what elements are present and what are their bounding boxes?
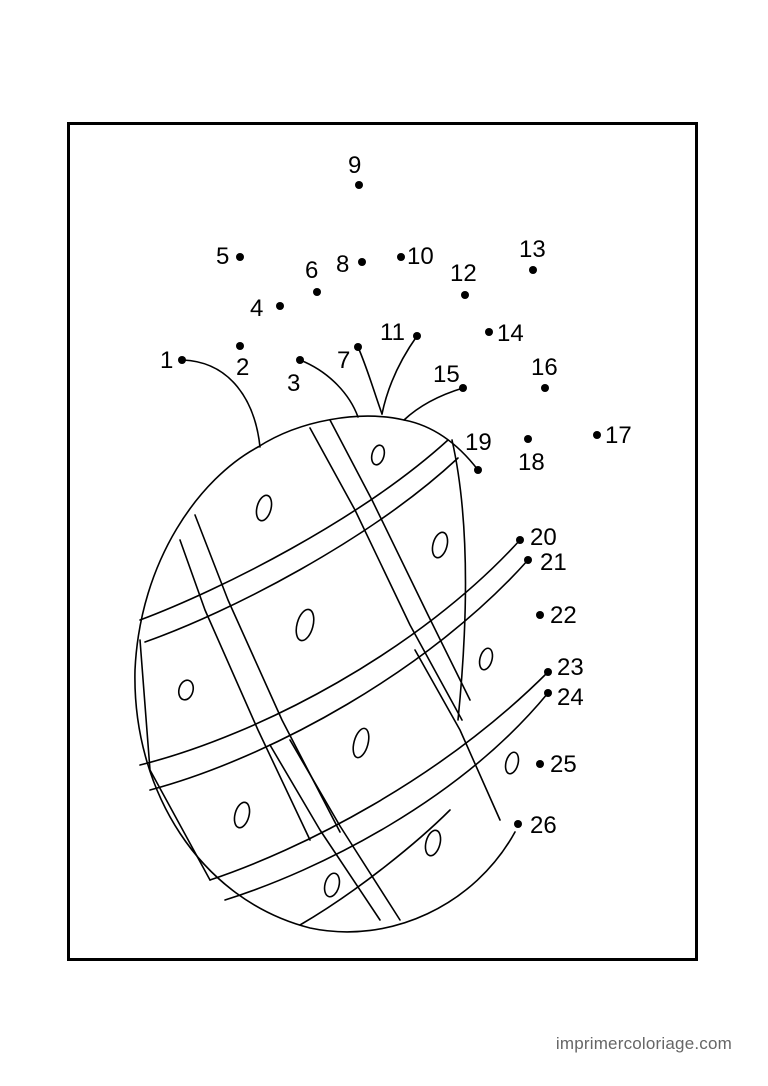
band-a1 xyxy=(309,427,463,721)
dot-17 xyxy=(593,431,601,439)
dot-label-21: 21 xyxy=(540,549,567,576)
seed xyxy=(255,494,273,522)
dot-label-6: 6 xyxy=(305,257,318,284)
dot-label-4: 4 xyxy=(250,295,263,322)
seed xyxy=(177,679,195,701)
dot-points xyxy=(178,181,601,828)
top-edge xyxy=(257,415,479,471)
dot-label-1: 1 xyxy=(160,347,173,374)
pineapple-body-outline xyxy=(134,446,516,933)
dot-23 xyxy=(544,668,552,676)
dot-18 xyxy=(524,435,532,443)
dot-label-23: 23 xyxy=(557,654,584,681)
dot-11 xyxy=(413,332,421,340)
crown-arc-3 xyxy=(357,346,383,415)
dot-label-15: 15 xyxy=(433,361,460,388)
dot-6 xyxy=(313,288,321,296)
band-c3 xyxy=(289,739,401,921)
band-g1 xyxy=(209,671,549,881)
dot-label-9: 9 xyxy=(348,152,361,179)
band-h1 xyxy=(299,809,451,926)
page-frame xyxy=(67,122,698,961)
dot-label-13: 13 xyxy=(519,236,546,263)
dot-14 xyxy=(485,328,493,336)
band-b2 xyxy=(194,514,341,833)
dot-26 xyxy=(514,820,522,828)
crown-arc-5 xyxy=(403,387,464,421)
dot-5 xyxy=(236,253,244,261)
dot-label-11: 11 xyxy=(380,319,405,346)
seed xyxy=(504,751,520,775)
dot-1 xyxy=(178,356,186,364)
band-e2 xyxy=(144,457,459,643)
dot-label-25: 25 xyxy=(550,751,577,778)
dot-labels: 1 2 3 4 5 6 7 8 9 10 11 12 13 14 15 16 1… xyxy=(160,152,632,839)
seed xyxy=(352,727,370,759)
dot-label-7: 7 xyxy=(337,347,350,374)
dot-label-2: 2 xyxy=(236,354,249,381)
seed xyxy=(478,647,494,671)
dot-label-12: 12 xyxy=(450,260,477,287)
dot-13 xyxy=(529,266,537,274)
dot-4 xyxy=(276,302,284,310)
seed xyxy=(233,801,251,829)
dot-label-5: 5 xyxy=(216,243,229,270)
dot-20 xyxy=(516,536,524,544)
dot-2 xyxy=(236,342,244,350)
dot-label-14: 14 xyxy=(497,320,524,347)
seed xyxy=(424,829,442,857)
band-g2 xyxy=(224,692,549,901)
dot-9 xyxy=(355,181,363,189)
dot-7 xyxy=(354,343,362,351)
dot-label-19: 19 xyxy=(465,429,492,456)
dot-label-10: 10 xyxy=(407,243,434,270)
dot-label-16: 16 xyxy=(531,354,558,381)
dot-22 xyxy=(536,611,544,619)
dot-label-20: 20 xyxy=(530,524,557,551)
dot-label-24: 24 xyxy=(557,684,584,711)
dot-19 xyxy=(474,466,482,474)
band-e1 xyxy=(139,439,449,621)
band-d1 xyxy=(414,649,501,821)
band-c1 xyxy=(139,639,211,881)
dot-label-18: 18 xyxy=(518,449,545,476)
dot-10 xyxy=(397,253,405,261)
seed xyxy=(370,444,386,466)
band-a2 xyxy=(329,419,471,701)
band-f2 xyxy=(149,559,529,791)
seed xyxy=(431,531,449,559)
band-f1 xyxy=(139,539,521,766)
dot-24 xyxy=(544,689,552,697)
band-b1 xyxy=(179,539,311,841)
dot-label-17: 17 xyxy=(605,422,632,449)
crown-arc-1 xyxy=(182,359,261,448)
dot-label-22: 22 xyxy=(550,602,577,629)
dot-label-3: 3 xyxy=(287,370,300,397)
dot-8 xyxy=(358,258,366,266)
dot-label-26: 26 xyxy=(530,812,557,839)
dot-16 xyxy=(541,384,549,392)
dot-3 xyxy=(296,356,304,364)
crown-arc-4 xyxy=(381,335,418,415)
crown-arc-2 xyxy=(299,359,359,418)
dot-12 xyxy=(461,291,469,299)
seed xyxy=(295,608,315,642)
band-c2 xyxy=(269,744,381,921)
dot-25 xyxy=(536,760,544,768)
dot-label-8: 8 xyxy=(336,251,349,278)
dot-15 xyxy=(459,384,467,392)
seed xyxy=(323,872,341,898)
site-credit: imprimercoloriage.com xyxy=(555,1034,732,1053)
dot-21 xyxy=(524,556,532,564)
